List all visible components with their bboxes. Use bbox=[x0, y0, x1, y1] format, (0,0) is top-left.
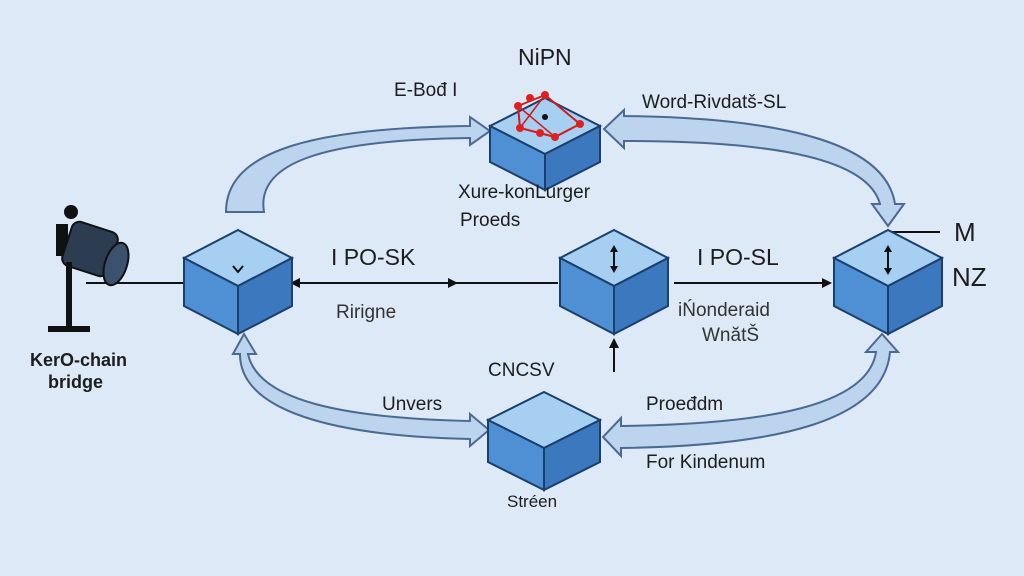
bottom-right-label-2: For Kindenum bbox=[646, 452, 766, 473]
middle-left-sub-label: Ririgne bbox=[336, 302, 397, 323]
network-graph-icon bbox=[514, 91, 584, 141]
vertical-double-arrow-icon bbox=[610, 245, 618, 273]
camera-on-tripod-icon bbox=[48, 205, 130, 332]
camera-caption-1: KerO-chain bbox=[30, 350, 128, 370]
flow-arrow-top-right bbox=[602, 107, 906, 228]
cube-bottom bbox=[485, 390, 603, 492]
cube-left bbox=[181, 228, 295, 336]
flow-arrow-top-left bbox=[224, 115, 492, 213]
middle-right-link-label: I PO-SL bbox=[697, 244, 779, 270]
top-left-label: E-Bođ I bbox=[394, 80, 458, 101]
cube-right bbox=[831, 228, 945, 336]
right-cube-mark-nz: NZ bbox=[952, 262, 987, 292]
flow-arrow-bottom-left bbox=[231, 331, 491, 449]
middle-right-sub-label-1: iŃonderaid bbox=[678, 300, 770, 321]
bottom-left-label: Unvers bbox=[382, 394, 443, 415]
right-cube-mark-m: M bbox=[954, 217, 976, 247]
chevron-down-icon bbox=[232, 265, 244, 274]
cube-center bbox=[557, 228, 671, 336]
middle-right-sub-label-2: WnătŠ bbox=[702, 325, 760, 346]
bottom-cube-title: CNCSV bbox=[488, 360, 555, 381]
vertical-double-arrow-icon bbox=[884, 245, 892, 275]
top-cube-caption-1: Xure-konLurger bbox=[458, 182, 591, 203]
cube-top bbox=[487, 91, 603, 192]
bottom-cube-caption: Stréen bbox=[507, 492, 558, 511]
top-cube-title: NiPN bbox=[518, 44, 572, 70]
top-right-label: Word-Rivdatš-SL bbox=[642, 92, 787, 113]
middle-left-link-label: I PO-SK bbox=[331, 244, 416, 270]
camera-caption-2: bridge bbox=[48, 372, 104, 392]
bottom-right-label-1: Proeđdm bbox=[646, 394, 724, 415]
top-cube-caption-2: Proeds bbox=[460, 210, 521, 231]
flow-arrow-bottom-right bbox=[601, 332, 901, 459]
